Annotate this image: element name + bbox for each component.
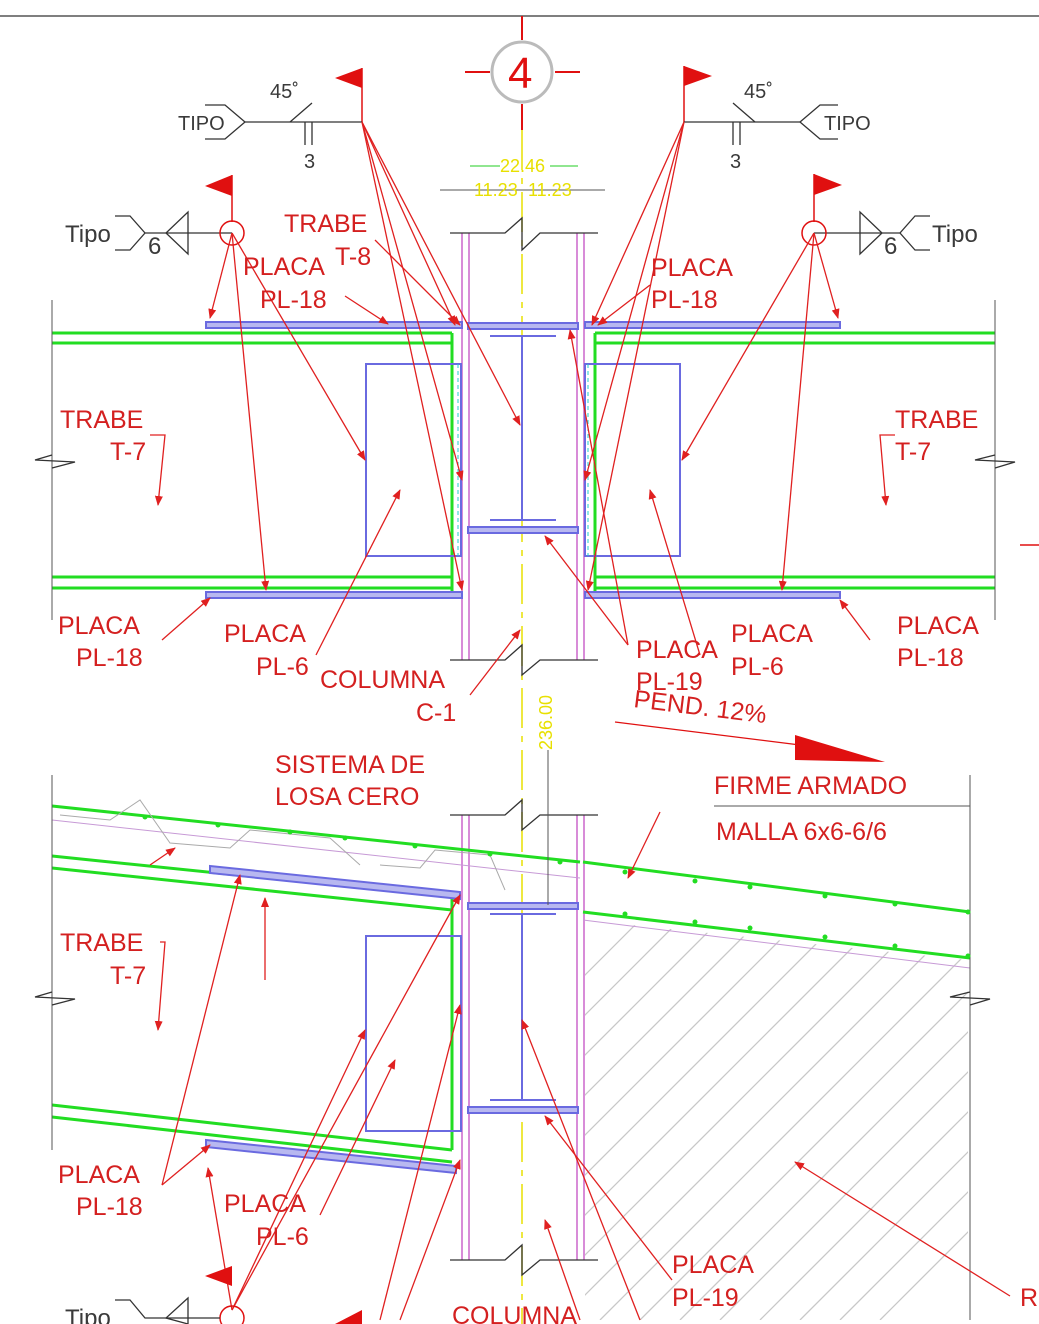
label-placa-pl18-lower-id: PL-18 bbox=[76, 1193, 143, 1221]
label-columna-id: C-1 bbox=[416, 699, 456, 727]
weld-symbol-mid-left: Tipo 6 bbox=[65, 210, 245, 260]
label-placa-pl19-lower: PLACA bbox=[672, 1251, 754, 1279]
label-placa-pl19-id: PL-19 bbox=[636, 668, 703, 696]
plate-column-mid bbox=[467, 526, 579, 534]
label-trabe-t7-left: TRABE bbox=[60, 406, 143, 434]
dim-column-height: 236.00 bbox=[536, 695, 556, 750]
label-trabe-t7-left-id: T-7 bbox=[110, 438, 146, 466]
beam-upper-right bbox=[593, 300, 1016, 620]
weld-angle-ur: 45˚ bbox=[744, 81, 773, 103]
weld-flag-mid-left bbox=[205, 175, 233, 222]
dim-half-right: 11.23 bbox=[528, 180, 572, 200]
label-placa-pl18-ur: PLACA bbox=[651, 254, 733, 282]
plate-column-lower-bot bbox=[467, 1106, 579, 1114]
label-trabe-t7-lower-id: T-7 bbox=[110, 962, 146, 990]
weld-size-ur: 3 bbox=[730, 151, 741, 173]
label-placa-pl18-bl-id: PL-18 bbox=[76, 644, 143, 672]
label-columna: COLUMNA bbox=[320, 666, 445, 694]
label-trabe-t7-right: TRABE bbox=[895, 406, 978, 434]
label-trabe-t8: TRABE bbox=[284, 210, 367, 238]
grid-bubble: 4 bbox=[465, 16, 580, 130]
weld-angle-ul: 45˚ bbox=[270, 81, 299, 103]
label-placa-pl6-lower: PLACA bbox=[224, 1190, 306, 1218]
label-trabe-t8-id: T-8 bbox=[335, 243, 371, 271]
plate-pl18-lower-top bbox=[209, 864, 461, 901]
soil-hatch bbox=[585, 920, 968, 1320]
weld-tipo-ml: Tipo bbox=[65, 221, 111, 248]
label-placa-pl6-left-id: PL-6 bbox=[256, 653, 309, 681]
weld-size-mr: 6 bbox=[884, 233, 897, 260]
label-placa-pl18-ul-id: PL-18 bbox=[260, 286, 327, 314]
label-placa-pl18-ur-id: PL-18 bbox=[651, 286, 718, 314]
weld-symbol-upper-left: TIPO 45˚ 3 bbox=[178, 81, 362, 173]
label-placa-pl18-br-id: PL-18 bbox=[897, 644, 964, 672]
leaders-lower bbox=[149, 750, 1011, 1321]
weld-size-ul: 3 bbox=[304, 151, 315, 173]
weld-flag-upper-right bbox=[683, 66, 712, 122]
label-sistema: SISTEMA DE bbox=[275, 751, 425, 779]
weld-tipo-ur: TIPO bbox=[824, 113, 871, 135]
label-placa-pl18-br: PLACA bbox=[897, 612, 979, 640]
label-trabe-t7-right-id: T-7 bbox=[895, 438, 931, 466]
column-lower bbox=[450, 798, 598, 1277]
label-columna-lower: COLUMNA bbox=[452, 1302, 577, 1324]
weld-tipo-mr: Tipo bbox=[932, 221, 978, 248]
leaders-upper bbox=[150, 121, 895, 696]
weld-size-ml: 6 bbox=[148, 233, 161, 260]
label-placa-pl6-right-id: PL-6 bbox=[731, 653, 784, 681]
label-firme-armado: FIRME ARMADO bbox=[714, 772, 907, 800]
plate-pl18-bot-left bbox=[205, 591, 463, 599]
label-placa-pl18-lower: PLACA bbox=[58, 1161, 140, 1189]
weld-symbol-upper-right: TIPO 45˚ 3 bbox=[684, 81, 871, 173]
label-placa-pl19: PLACA bbox=[636, 636, 718, 664]
plate-pl18-top-right bbox=[584, 321, 841, 329]
plate-pl18-bot-right bbox=[584, 591, 841, 599]
label-edge-r: R bbox=[1020, 1284, 1038, 1312]
plate-pl6-lower bbox=[365, 935, 462, 1132]
plate-pl6-right bbox=[584, 363, 681, 557]
weld-flag-mid-right bbox=[813, 174, 842, 222]
label-placa-pl6-lower-id: PL-6 bbox=[256, 1223, 309, 1251]
label-losa-cero: LOSA CERO bbox=[275, 783, 420, 811]
weld-flag-upper-left bbox=[335, 68, 363, 122]
grid-mark: 4 bbox=[508, 49, 532, 98]
slab-lower bbox=[34, 775, 991, 1320]
weld-tipo-ul: TIPO bbox=[178, 113, 225, 135]
weld-tipo-lower: Tipo bbox=[65, 1305, 111, 1324]
beam-upper-left bbox=[34, 300, 454, 620]
label-placa-pl19-lower-id: PL-19 bbox=[672, 1284, 739, 1312]
slope-indicator: PEND. 12% bbox=[614, 685, 885, 762]
label-trabe-t7-lower: TRABE bbox=[60, 929, 143, 957]
plate-column-top bbox=[467, 322, 579, 330]
plate-pl18-top-left bbox=[205, 321, 463, 329]
dim-half-left: 11.23 bbox=[474, 180, 518, 200]
label-placa-pl6-left: PLACA bbox=[224, 620, 306, 648]
dimension-width: 22.46 11.23 11.23 bbox=[440, 156, 605, 200]
dim-total: 22.46 bbox=[500, 156, 545, 176]
label-placa-pl18-ul: PLACA bbox=[243, 253, 325, 281]
label-placa-pl18-bl: PLACA bbox=[58, 612, 140, 640]
plate-pl6-left bbox=[365, 363, 462, 557]
column-upper bbox=[450, 216, 598, 677]
weld-symbol-mid-right: Tipo 6 bbox=[801, 210, 978, 260]
label-placa-pl6-right: PLACA bbox=[731, 620, 813, 648]
plate-column-lower-top bbox=[467, 902, 579, 910]
label-malla: MALLA 6x6-6/6 bbox=[716, 818, 887, 846]
